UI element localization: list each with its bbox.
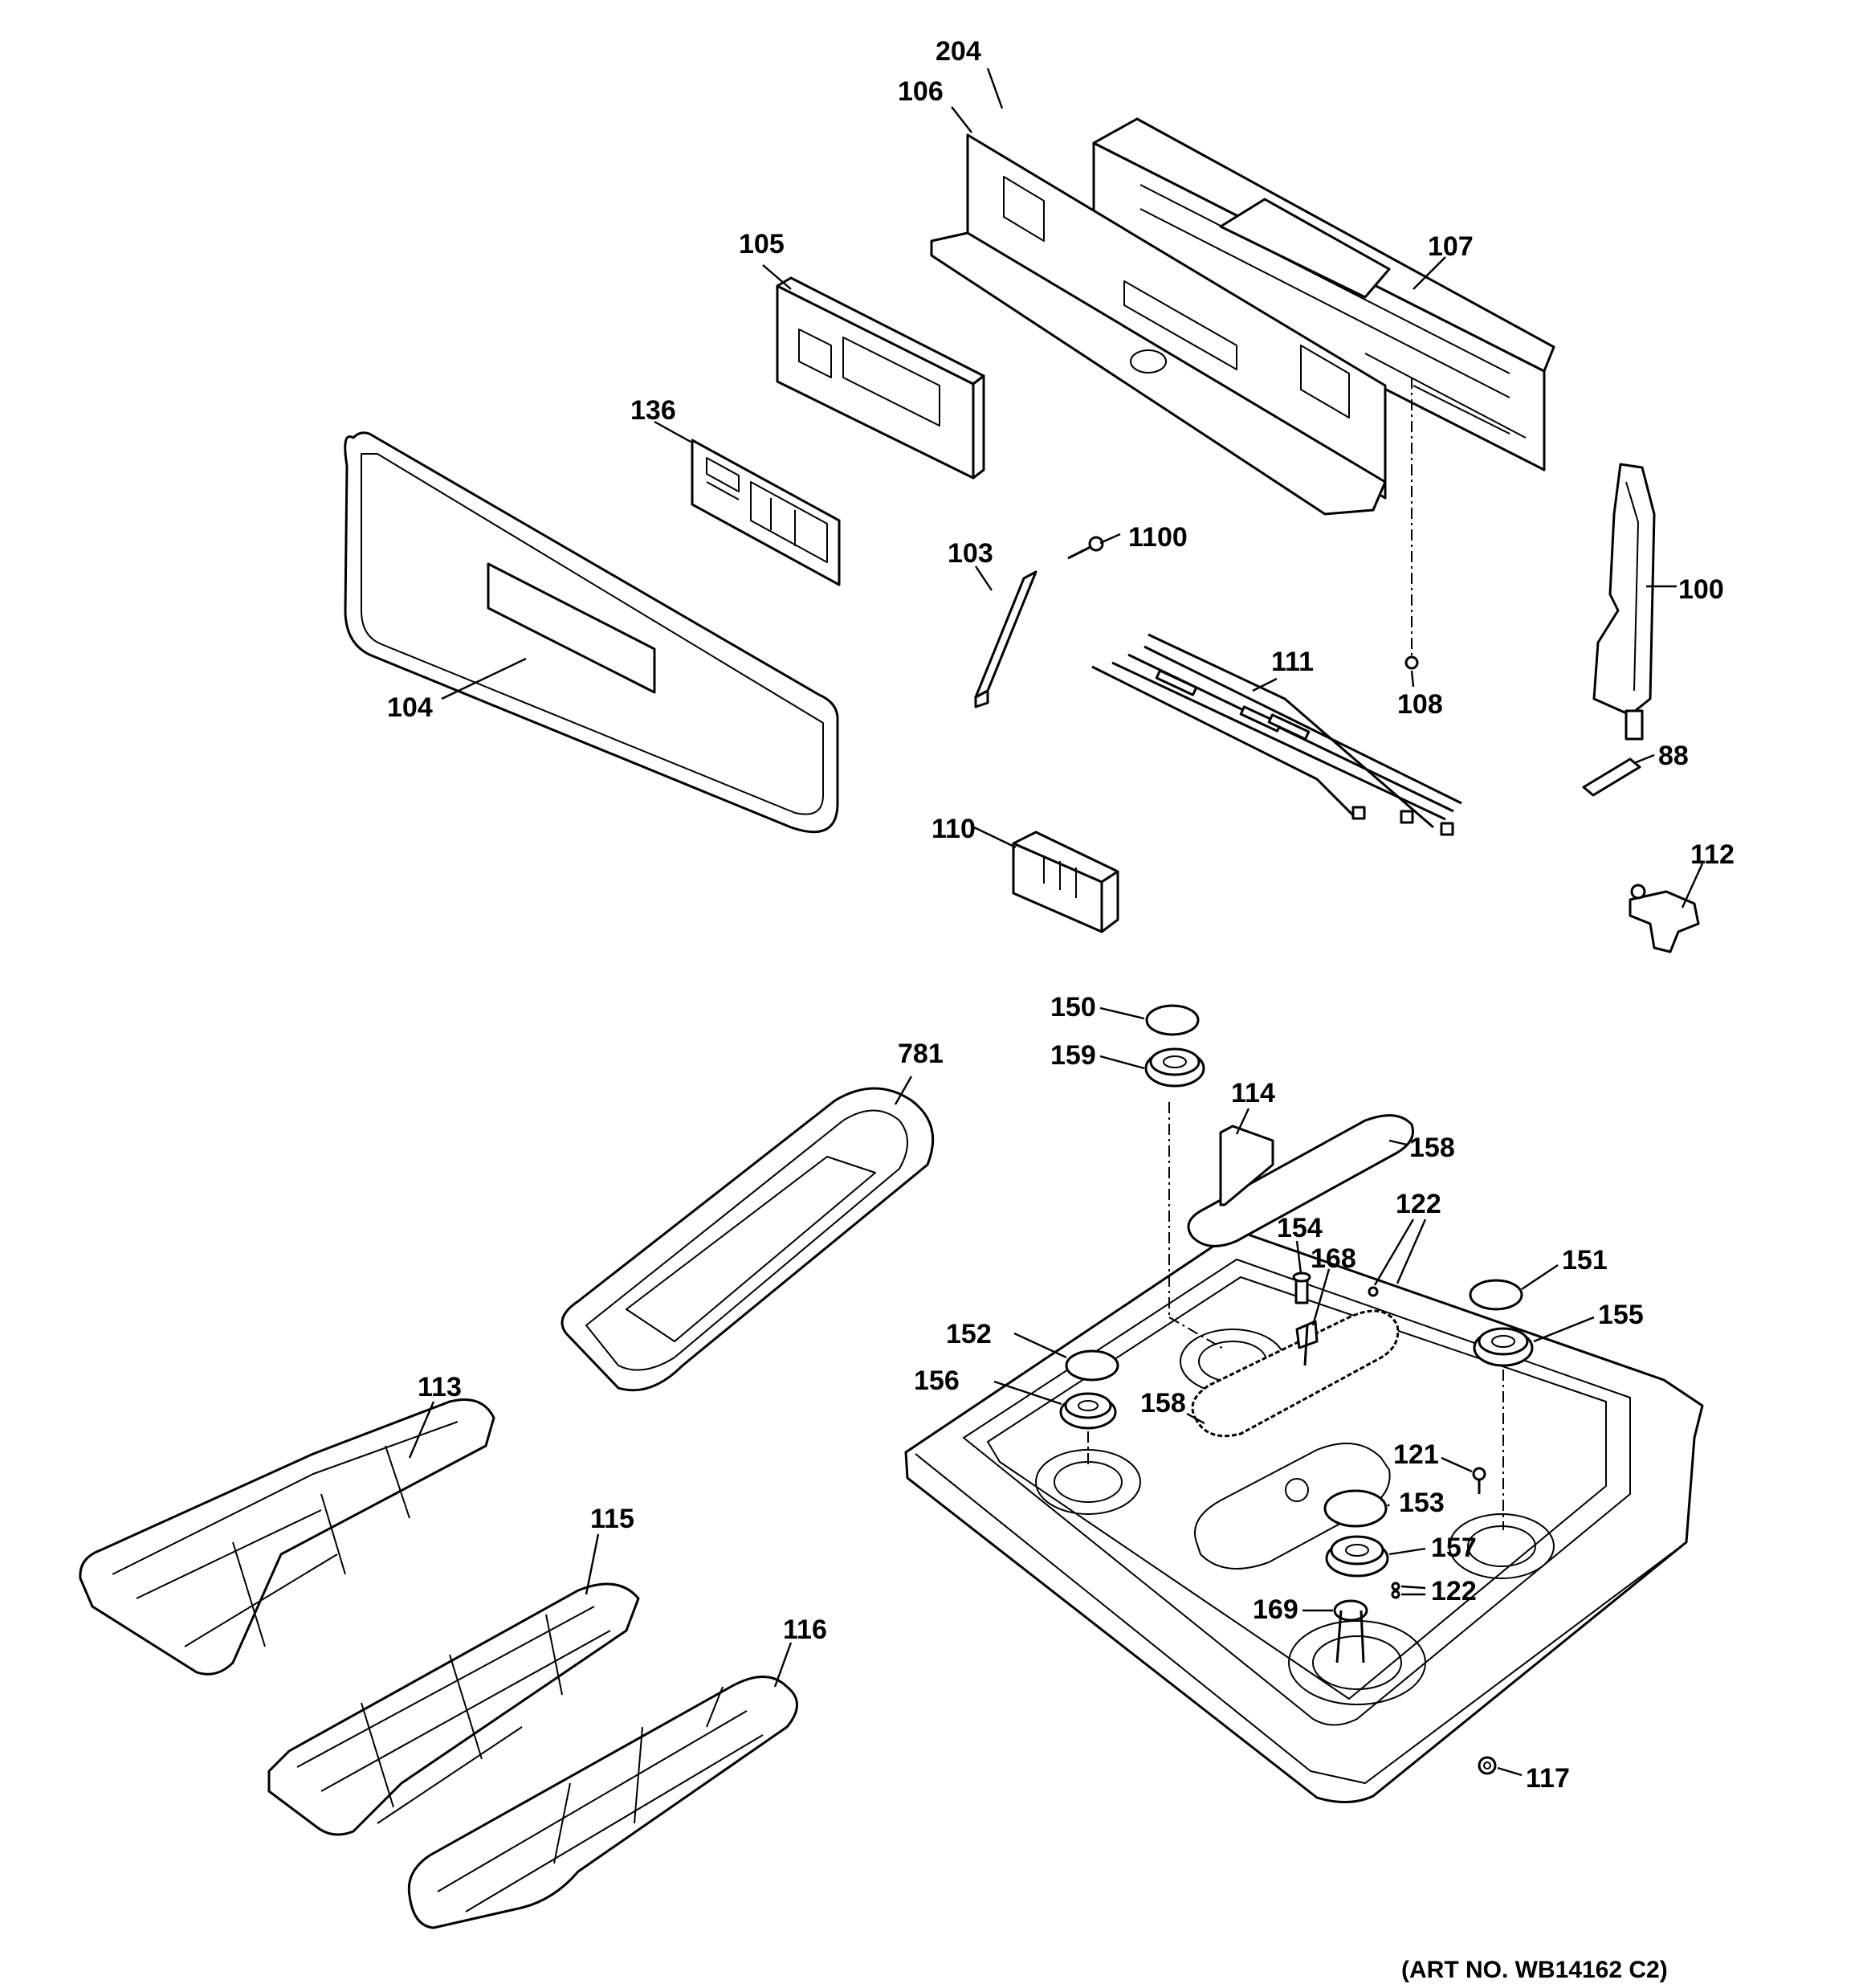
cooktop-body (904, 1229, 1704, 1804)
part-88-clip (1582, 757, 1641, 797)
part-106-bracket (930, 133, 1387, 516)
callout-122-top: 122 (1396, 1189, 1441, 1219)
part-110-ignition-module (1012, 831, 1119, 933)
callout-154: 154 (1277, 1213, 1323, 1243)
part-153-burner-cap (1323, 1489, 1388, 1528)
callout-107: 107 (1428, 231, 1474, 262)
callout-104: 104 (387, 692, 433, 723)
part-150-burner-cap (1145, 1004, 1200, 1036)
callout-108: 108 (1397, 689, 1443, 720)
assembly-line (1168, 1316, 1225, 1350)
callout-151: 151 (1562, 1245, 1608, 1276)
callout-168: 168 (1311, 1243, 1356, 1274)
callout-153: 153 (1399, 1488, 1445, 1518)
part-1100-screw (1067, 536, 1104, 560)
part-158-burner (1191, 1309, 1400, 1438)
callout-88: 88 (1658, 741, 1689, 771)
callout-103: 103 (948, 538, 993, 569)
part-781-griddle (561, 1087, 935, 1392)
callout-159: 159 (1050, 1040, 1096, 1071)
callout-155: 155 (1598, 1300, 1644, 1330)
part-152-burner-cap (1065, 1349, 1119, 1382)
callout-105: 105 (739, 229, 785, 259)
part-117-nut (1478, 1756, 1497, 1775)
part-158-top-cover (1187, 1114, 1414, 1247)
callout-117: 117 (1526, 1763, 1570, 1794)
callout-158-bottom: 158 (1140, 1388, 1186, 1419)
part-112-bracket (1629, 884, 1700, 953)
callout-1100: 1100 (1128, 522, 1188, 553)
part-115-grate (267, 1582, 640, 1836)
callout-111: 111 (1271, 647, 1314, 677)
callout-100: 100 (1678, 574, 1724, 605)
callout-152: 152 (946, 1319, 992, 1349)
part-169-burner-base (1333, 1599, 1368, 1663)
part-104-control-panel (344, 431, 839, 834)
part-108-screw (1404, 378, 1419, 670)
part-103-bracket (974, 570, 1037, 708)
part-114-bracket (1219, 1125, 1274, 1206)
part-116-grate (407, 1676, 798, 1929)
callout-112: 112 (1690, 839, 1735, 870)
part-151-burner-cap (1469, 1279, 1523, 1311)
callout-157: 157 (1431, 1533, 1477, 1563)
part-159-burner-head (1144, 1047, 1205, 1088)
callout-116: 116 (783, 1614, 827, 1645)
part-136-keypad-overlay (691, 439, 841, 586)
part-168-electrode (1295, 1320, 1319, 1366)
leader-lines (408, 67, 1704, 1777)
part-105-control-board (776, 276, 985, 480)
part-100-side-trim (1592, 463, 1656, 741)
callout-150: 150 (1050, 992, 1096, 1023)
part-157-burner-head (1325, 1535, 1389, 1578)
part-121-screw (1472, 1467, 1486, 1494)
callout-781: 781 (898, 1039, 944, 1069)
callout-115: 115 (590, 1504, 634, 1534)
callout-169: 169 (1253, 1594, 1298, 1625)
part-111-wire-harness (1091, 633, 1462, 836)
callout-156: 156 (914, 1365, 960, 1396)
callout-158-top: 158 (1409, 1133, 1455, 1163)
callout-122-bottom: 122 (1431, 1576, 1477, 1606)
callout-114: 114 (1231, 1078, 1275, 1108)
art-number: (ART NO. WB14162 C2) (1401, 1957, 1668, 1983)
callout-110: 110 (932, 814, 976, 844)
callout-204: 204 (936, 36, 981, 67)
part-155-burner-head (1473, 1327, 1534, 1367)
part-113-grate (79, 1398, 495, 1676)
part-107-rear-panel (1092, 117, 1555, 471)
part-154-screw (1292, 1272, 1311, 1304)
callout-113: 113 (418, 1372, 462, 1402)
callout-106: 106 (898, 76, 944, 107)
part-156-burner-head (1059, 1392, 1117, 1430)
callout-labels: 204 106 105 107 136 1100 103 100 111 108… (387, 36, 1735, 1983)
part-122-washer (1368, 1286, 1400, 1599)
callout-136: 136 (630, 395, 676, 426)
callout-121: 121 (1393, 1439, 1439, 1470)
